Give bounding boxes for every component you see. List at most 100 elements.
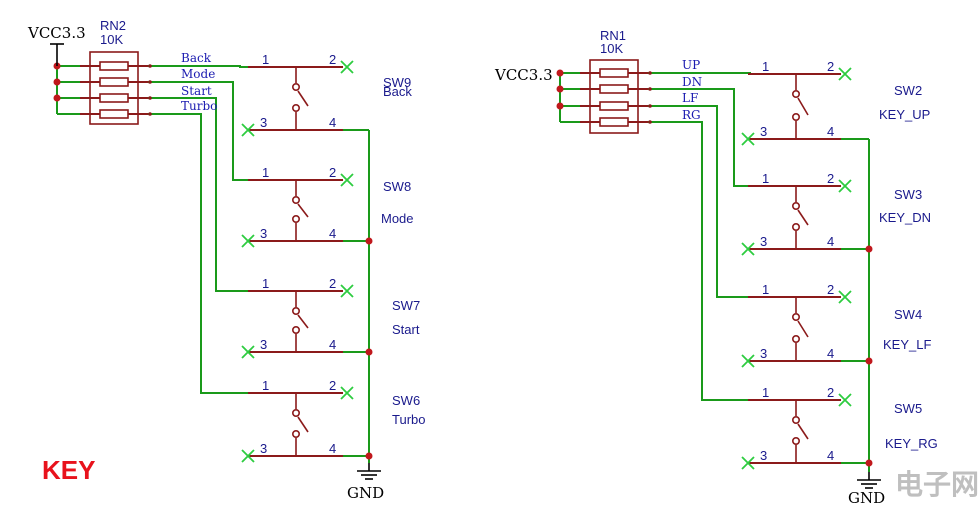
right-sw-4-contact-top	[791, 415, 800, 424]
sw5-label: KEY_RG	[885, 436, 938, 451]
right-sw-4-nc-2	[838, 393, 852, 407]
right-sw-3-pin3: 3	[760, 346, 767, 361]
labels: VCC3.3 RN2 10K Back Mode Start Turbo GND…	[27, 18, 979, 507]
right-sw-3-nc-3	[741, 354, 755, 368]
right-net-start-1	[648, 71, 652, 75]
left-resistor-1	[99, 61, 129, 71]
right-sw-4-contact-bot	[791, 436, 800, 445]
left-sw-3-pin4: 4	[329, 337, 336, 352]
rn1-name: RN1	[600, 28, 626, 43]
rn1-value: 10K	[600, 41, 623, 56]
right-sw-2-pin2: 2	[827, 171, 834, 186]
left-sw-2-contact-top	[291, 196, 300, 205]
left-sw-3-nc-2	[340, 284, 354, 298]
left-junction-bus-2	[365, 237, 373, 245]
left-net-start-2	[148, 80, 152, 84]
left-junction-bus-3	[365, 348, 373, 356]
sw4-name: SW4	[894, 307, 922, 322]
sw7-name: SW7	[392, 298, 420, 313]
right-sw-4-lever	[797, 423, 809, 440]
left-net-wire-1	[148, 65, 252, 68]
right-net-start-3	[648, 104, 652, 108]
left-net-wire-2	[148, 81, 252, 181]
left-sw-4-pin2: 2	[329, 378, 336, 393]
sw6-name: SW6	[392, 393, 420, 408]
watermark-text: 电子网	[895, 468, 979, 501]
sw9-name: SW9	[383, 75, 411, 90]
gnd-label-left: GND	[347, 484, 384, 502]
right-sw-2-pin3: 3	[760, 234, 767, 249]
sw9-label: Back	[383, 84, 412, 99]
left-sw-2-nc-3	[241, 234, 255, 248]
net-label-start: Start	[181, 84, 212, 98]
left-net-wire-3	[148, 97, 252, 292]
right-sw-1-contact-bot	[791, 113, 800, 122]
left-sw-1-contact-top	[291, 83, 300, 92]
right-net-wire-4	[648, 121, 752, 401]
right-junction-vcc-2	[556, 85, 564, 93]
right-sw-3-lever	[797, 320, 809, 338]
sw3-name: SW3	[894, 187, 922, 202]
gnd-label-right: GND	[848, 489, 885, 507]
left-sw-3-nc-3	[241, 345, 255, 359]
left-sw-4-contact-top	[291, 408, 300, 417]
right-sw-2-pin4: 4	[827, 234, 834, 249]
net-label-mode: Mode	[181, 67, 215, 81]
right-sw-1-nc-2	[838, 67, 852, 81]
right-resistor-3	[599, 101, 629, 111]
net-label-back: Back	[181, 51, 212, 65]
right-sw-3-pin2: 2	[827, 282, 834, 297]
right-sw-1-lever	[797, 97, 809, 116]
left-sw-2-contact-bot	[291, 215, 300, 224]
right-sw-4-pin3: 3	[760, 448, 767, 463]
left-sw-1-lever	[297, 90, 309, 107]
left-sw-3-contact-bot	[291, 325, 300, 334]
left-sw-1-contact-bot	[291, 104, 300, 113]
left-sw-4-lever	[297, 416, 309, 433]
sw4-label: KEY_LF	[883, 337, 931, 352]
left-net-start-3	[148, 96, 152, 100]
right-net-start-2	[648, 87, 652, 91]
right-sw-3-nc-2	[838, 290, 852, 304]
sw7-label: Start	[392, 322, 420, 337]
right-junction-bus-4	[865, 459, 873, 467]
left-rn-body	[89, 51, 139, 125]
right-sw-2-contact-top	[791, 202, 800, 211]
right-sw-2-contact-bot	[791, 223, 800, 232]
left-sw-1-pin4: 4	[329, 115, 336, 130]
left-sw-2-pin4: 4	[329, 226, 336, 241]
vcc-label-right: VCC3.3	[494, 66, 553, 84]
net-label-up: UP	[682, 58, 700, 72]
left-sw-4-pin1: 1	[262, 378, 269, 393]
right-sw-3-contact-bot	[791, 334, 800, 343]
right-sw-1-nc-3	[741, 132, 755, 146]
right-sw-4-pin1: 1	[762, 385, 769, 400]
left-sw-2-lever	[297, 203, 309, 218]
sw2-name: SW2	[894, 83, 922, 98]
left-sw-4-contact-bot	[291, 429, 300, 438]
right-rn-body	[589, 59, 639, 134]
rn2-value: 10K	[100, 32, 123, 47]
right-junction-bus-3	[865, 357, 873, 365]
right-net-wire-2	[648, 88, 752, 187]
net-label-lf: LF	[682, 91, 698, 105]
left-sw-3-pin3: 3	[260, 337, 267, 352]
left-junction-vcc-3	[53, 94, 61, 102]
left-sw-1-nc-3	[241, 123, 255, 137]
right-net-start-4	[648, 120, 652, 124]
vcc-label-left: VCC3.3	[27, 24, 86, 42]
left-sw-1-nc-2	[340, 60, 354, 74]
net-label-dn: DN	[682, 75, 702, 89]
sw8-label: Mode	[381, 211, 414, 226]
rn2-name: RN2	[100, 18, 126, 33]
right-sw-1-pin2: 2	[827, 59, 834, 74]
left-net-wire-4	[148, 113, 252, 394]
left-resistor-2	[99, 77, 129, 87]
right-sw-4-pin4: 4	[827, 448, 834, 463]
right-sw-1-pin3: 3	[760, 124, 767, 139]
right-resistor-1	[599, 68, 629, 78]
left-sw-1-pin2: 2	[329, 52, 336, 67]
right-sw-3-pin1: 1	[762, 282, 769, 297]
left-resistor-4	[99, 109, 129, 119]
